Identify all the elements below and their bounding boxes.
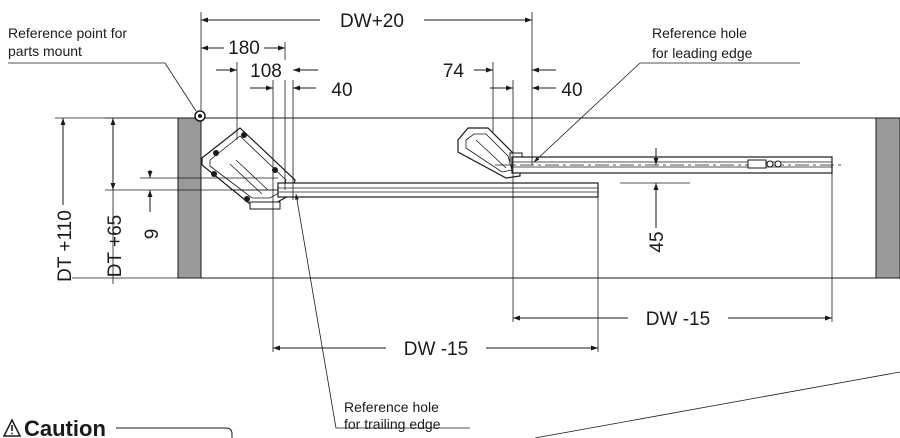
dimension-dt-plus-65: DT +65 <box>105 118 126 284</box>
label-reference-point-line2: parts mount <box>8 43 82 59</box>
label-reference-hole-trailing-line2: for trailing edge <box>344 416 441 432</box>
dimension-40-right: 40 <box>490 80 583 101</box>
label-reference-point-line1: Reference point for <box>8 25 127 41</box>
dimension-45: 45 <box>620 148 690 253</box>
dimension-108: 108 <box>216 60 318 82</box>
dimension-label-dw-15-left: DW -15 <box>404 339 468 360</box>
dimension-label-74: 74 <box>443 61 465 82</box>
caution-title: Caution <box>24 416 106 438</box>
dimension-label-45: 45 <box>647 231 668 252</box>
warning-triangle-icon <box>2 418 22 437</box>
dimension-dw-minus-15-left: DW -15 <box>273 336 598 360</box>
dimension-180: 180 <box>201 37 285 59</box>
leader-reference-hole-leading <box>533 62 800 163</box>
dimension-label-40-left: 40 <box>331 80 352 101</box>
dimension-dt-plus-110: DT +110 <box>54 118 76 287</box>
caution-box: Caution <box>2 416 233 438</box>
dimension-label-top-width: DW+20 <box>340 11 404 32</box>
dimension-dw-plus-20: DW+20 <box>201 8 532 32</box>
extension-lines <box>200 12 833 352</box>
dimension-40-left: 40 <box>250 80 353 101</box>
dimension-label-9: 9 <box>142 229 163 240</box>
dimension-74: 74 <box>443 61 556 82</box>
door-frame <box>177 117 900 279</box>
leading-rail <box>495 156 845 174</box>
dimension-label-dt-65: DT +65 <box>105 215 126 278</box>
label-reference-hole-leading-line1: Reference hole <box>652 25 747 41</box>
reference-point-marker <box>8 62 206 122</box>
dimension-label-40-right: 40 <box>561 80 582 101</box>
dimension-label-180: 180 <box>228 38 260 59</box>
dimension-label-108: 108 <box>250 61 282 82</box>
dimension-label-dw-15-right: DW -15 <box>646 309 710 330</box>
trailing-hanger-bracket <box>201 127 296 210</box>
dimension-9: 9 <box>142 170 163 239</box>
label-reference-hole-leading-line2: for leading edge <box>652 45 753 61</box>
dimension-dw-minus-15-right: DW -15 <box>513 306 832 330</box>
leader-reference-hole-trailing <box>295 193 470 429</box>
callout-line <box>534 371 900 438</box>
dimension-label-dt-110: DT +110 <box>55 210 76 282</box>
label-reference-hole-trailing-line1: Reference hole <box>344 399 439 415</box>
